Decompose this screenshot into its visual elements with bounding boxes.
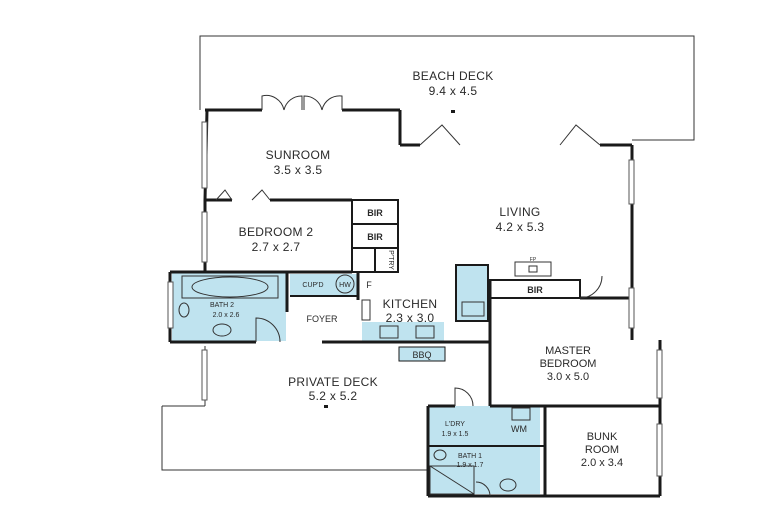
fp-box — [514, 261, 552, 277]
bath2-vanity-basin — [178, 302, 190, 318]
east-window — [628, 159, 635, 205]
hw-unit — [335, 274, 355, 294]
private-deck-name: PRIVATE DECK — [288, 375, 378, 389]
bunk-east-window — [656, 423, 663, 477]
hw-label: HW — [339, 282, 351, 289]
bir-label-1: BIR — [367, 208, 383, 218]
kitchen-island — [455, 264, 489, 322]
bunk-name-line1: BUNK — [587, 431, 618, 443]
master-name-line1: MASTER — [545, 345, 591, 357]
laundry-fill — [428, 406, 540, 446]
living-door-right — [559, 124, 601, 146]
sunroom-size: 3.5 x 3.5 — [274, 163, 323, 177]
windows — [167, 121, 663, 477]
french-door-right — [303, 95, 323, 111]
kitchen-sink — [461, 301, 485, 317]
bath2-name: BATH 2 — [210, 302, 234, 309]
master-name-line2: BEDROOM — [540, 358, 597, 370]
bath1-shower — [429, 465, 475, 495]
fridge-label: F — [366, 280, 372, 290]
french-door-left-2 — [283, 95, 303, 111]
living-bir — [489, 279, 581, 299]
bath2-window — [167, 281, 174, 329]
fp-inner — [528, 265, 538, 273]
cupd-fill — [290, 274, 358, 296]
living-size: 4.2 x 5.3 — [496, 220, 545, 234]
bath2-tub — [191, 276, 269, 298]
bath2-toilet — [212, 323, 232, 337]
foyer-door — [255, 317, 281, 343]
kitchen-bench-fill — [362, 322, 444, 342]
bunk-name-line2: ROOM — [585, 444, 619, 456]
cooktop — [379, 325, 399, 339]
fridge-space — [361, 299, 371, 321]
beach-deck-name: BEACH DECK — [412, 69, 493, 83]
french-door-left — [261, 95, 285, 111]
dishwasher — [415, 325, 435, 339]
bbq-label: BBQ — [412, 350, 431, 360]
private-deck-size: 5.2 x 5.2 — [309, 389, 358, 403]
fixtures — [178, 261, 552, 495]
beach-deck-size: 9.4 x 4.5 — [429, 84, 478, 98]
beach-deck-marker — [451, 110, 455, 113]
kitchen-size: 2.3 x 3.0 — [386, 311, 435, 325]
wet-areas — [172, 266, 540, 494]
bath2-tub-frame — [181, 275, 279, 299]
bunk-size: 2.0 x 3.4 — [581, 457, 623, 469]
private-deck-outline — [161, 406, 428, 471]
living-door-left — [419, 124, 461, 146]
laundry-size: 1.9 x 1.5 — [442, 431, 469, 438]
kitchen-name: KITCHEN — [383, 297, 438, 311]
bath1-door — [475, 481, 491, 497]
bedroom2-door — [215, 189, 233, 201]
foyer-name: FOYER — [306, 314, 338, 324]
laundry-door — [454, 387, 474, 407]
sunroom-window — [201, 121, 208, 189]
bbq-fill — [398, 346, 446, 362]
bedroom2-size: 2.7 x 2.7 — [252, 240, 301, 254]
french-door-right-2 — [321, 95, 343, 111]
bedroom2-name: BEDROOM 2 — [239, 225, 314, 239]
beach-deck-outline — [199, 35, 695, 141]
living-name: LIVING — [499, 205, 540, 219]
bath2-size: 2.0 x 2.6 — [213, 312, 240, 319]
wm-box — [511, 407, 531, 421]
bath1-shower-diag — [429, 465, 475, 495]
private-deck-window — [201, 349, 208, 401]
bath1-name: BATH 1 — [458, 453, 482, 460]
doors — [215, 95, 603, 497]
living-bir-label: BIR — [527, 285, 543, 295]
bath1-fill — [428, 446, 540, 494]
bedroom2-window — [201, 211, 208, 263]
ptry-label: P'TRY — [387, 250, 394, 270]
bedroom2-door-2 — [251, 189, 271, 201]
fp-label: FP — [530, 257, 537, 263]
fixture-labels: BIR BIR P'TRY CUP'D HW F BIR BBQ WM FP — [302, 208, 543, 434]
master-east-window — [656, 349, 663, 399]
wm-label: WM — [511, 424, 527, 434]
bir-label-2: BIR — [367, 232, 383, 242]
sunroom-name: SUNROOM — [266, 148, 331, 162]
bath1-size: 1.9 x 1.7 — [457, 462, 484, 469]
master-size: 3.0 x 5.0 — [547, 371, 589, 383]
master-door — [579, 275, 603, 299]
laundry-name: L'DRY — [445, 421, 465, 428]
bath1-toilet — [499, 478, 517, 492]
master-window — [628, 287, 635, 329]
room-labels: BEACH DECK 9.4 x 4.5 SUNROOM 3.5 x 3.5 B… — [210, 69, 623, 469]
cupd-label: CUP'D — [302, 282, 323, 289]
bath1-basin — [433, 449, 447, 461]
private-deck-marker — [324, 405, 328, 408]
markers — [324, 110, 455, 408]
bath2-fill — [172, 271, 286, 341]
